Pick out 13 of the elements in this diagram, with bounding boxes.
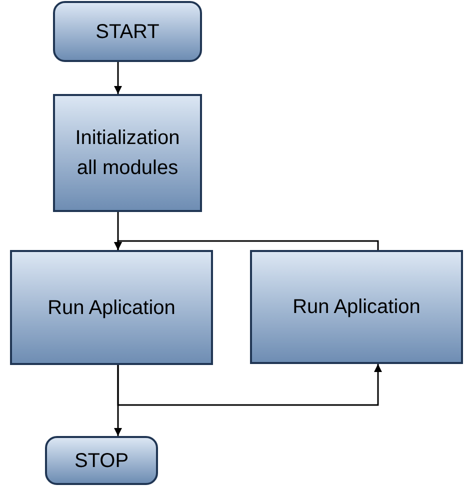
node-label: Run Aplication	[292, 295, 420, 320]
arrow	[114, 240, 379, 250]
node-label: Run Aplication	[48, 296, 176, 320]
terminal-box	[45, 436, 158, 485]
process-box	[53, 94, 202, 212]
process-box	[10, 250, 213, 365]
terminal-box	[53, 1, 202, 62]
arrow	[114, 62, 122, 94]
node-label: Initialization all modules	[74, 126, 181, 181]
process-box	[250, 250, 463, 364]
arrow	[117, 364, 382, 406]
node-label: STOP	[74, 448, 129, 474]
node-label: START	[96, 20, 160, 44]
